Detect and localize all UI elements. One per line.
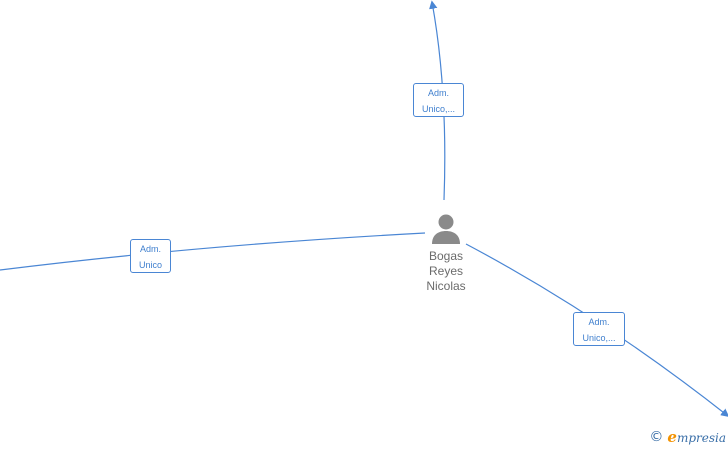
person-name: Bogas Reyes Nicolas — [415, 249, 477, 294]
copyright-icon: © — [649, 429, 664, 445]
person-name-line-2: Reyes — [428, 264, 463, 278]
edge-label-right-line-2: Unico,... — [582, 333, 616, 343]
person-node[interactable]: Bogas Reyes Nicolas — [415, 213, 477, 294]
edge-label-left-line-2: Unico — [138, 260, 162, 270]
brand-initial: e — [667, 427, 677, 446]
footer-brand: © empresia — [649, 428, 726, 446]
edge-line-left — [0, 232, 426, 271]
edge-label-right[interactable]: Adm. Unico,... — [573, 312, 625, 346]
edge-label-right-line-1: Adm. — [588, 317, 610, 327]
edge-label-top[interactable]: Adm. Unico,... — [413, 83, 464, 117]
brand-logo[interactable]: empresia — [667, 428, 726, 447]
person-name-line-1: Bogas — [428, 249, 464, 263]
edge-label-top-line-1: Adm. — [427, 88, 449, 98]
edge-label-left[interactable]: Adm. Unico — [130, 239, 171, 273]
edge-label-top-line-2: Unico,... — [421, 104, 455, 114]
person-icon — [432, 214, 460, 244]
edge-label-left-line-1: Adm. — [139, 244, 161, 254]
brand-name: mpresia — [676, 430, 726, 445]
person-name-line-3: Nicolas — [426, 279, 466, 293]
